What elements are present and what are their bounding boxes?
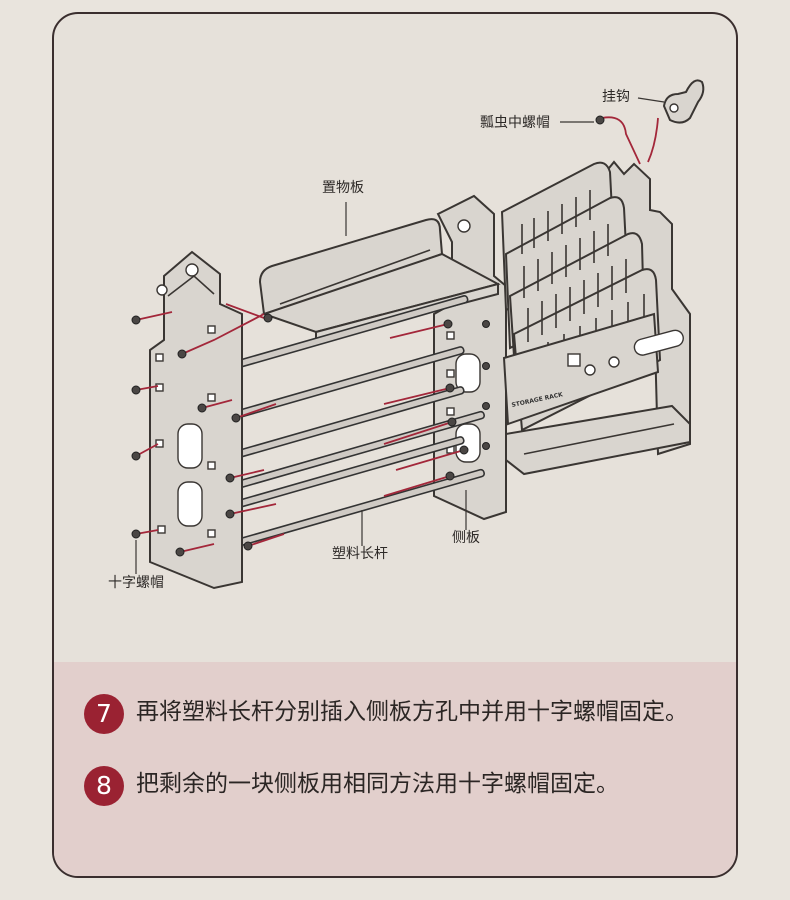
step-number-badge: 7 bbox=[84, 694, 124, 734]
bottom-tray bbox=[505, 404, 691, 476]
plastic-rods bbox=[202, 295, 485, 548]
tiered-slot-panels bbox=[500, 161, 684, 432]
instruction-card: .o { fill: #d9d5cf; stroke: #3a3633; str… bbox=[52, 12, 738, 878]
instruction-steps: 7 再将塑料长杆分别插入侧板方孔中并用十字螺帽固定。 8 把剩余的一块侧板用相同… bbox=[54, 662, 736, 876]
label-side-panel: 侧板 bbox=[452, 530, 480, 546]
step-number-badge: 8 bbox=[84, 766, 124, 806]
label-hook: 挂钩 bbox=[602, 89, 630, 105]
label-shelf-board: 置物板 bbox=[322, 180, 364, 196]
step-text: 把剩余的一块侧板用相同方法用十字螺帽固定。 bbox=[136, 771, 619, 797]
assembly-diagram: .o { fill: #d9d5cf; stroke: #3a3633; str… bbox=[54, 14, 736, 664]
step-text: 再将塑料长杆分别插入侧板方孔中并用十字螺帽固定。 bbox=[136, 699, 688, 725]
label-cross-nut: 十字螺帽 bbox=[108, 575, 164, 591]
exploded-view-illustration: .o { fill: #d9d5cf; stroke: #3a3633; str… bbox=[131, 79, 705, 590]
label-ladybug-nut: 瓢虫中螺帽 bbox=[480, 115, 550, 131]
label-plastic-rod: 塑料长杆 bbox=[332, 546, 388, 562]
hook-part bbox=[662, 79, 705, 124]
callout-leaders bbox=[135, 97, 665, 574]
cross-nuts bbox=[131, 115, 605, 557]
left-side-panel bbox=[149, 250, 243, 590]
